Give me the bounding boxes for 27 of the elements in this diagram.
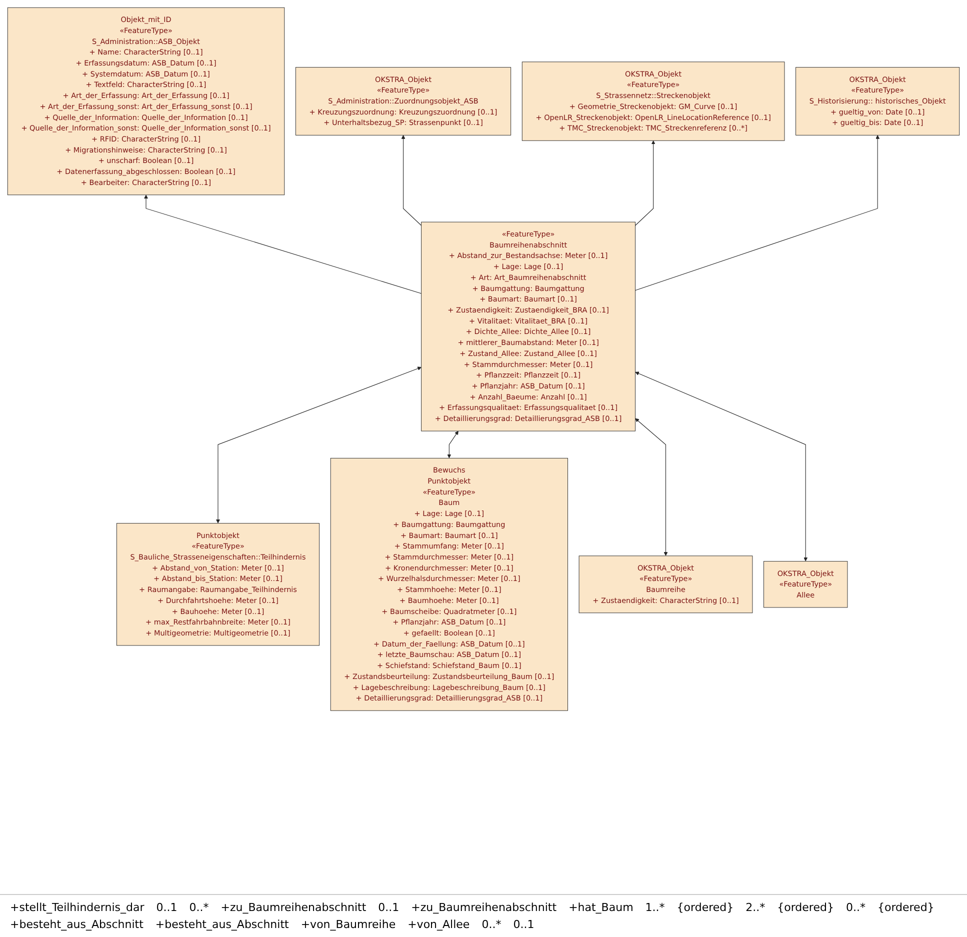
association-end-label: 2..* (746, 901, 766, 914)
association-end-label: +stellt_Teilhindernis_dar (10, 901, 144, 914)
association-end-label: {ordered} (877, 901, 934, 914)
association-end-label: 0..1 (156, 901, 178, 914)
association-end-label: +von_Baumreihe (300, 918, 396, 931)
arrow (635, 140, 656, 226)
arrow (447, 430, 458, 458)
arrow (216, 366, 422, 524)
arrow (635, 135, 880, 291)
association-end-label: +zu_Baumreihenabschnitt (220, 901, 366, 914)
arrow (635, 418, 668, 556)
association-end-label: {ordered} (676, 901, 734, 914)
association-end-label: 0..* (189, 901, 209, 914)
association-end-label: {ordered} (777, 901, 834, 914)
association-end-label: 0..* (846, 901, 866, 914)
association-end-label: +zu_Baumreihenabschnitt (411, 901, 557, 914)
association-end-label: 1..* (645, 901, 665, 914)
arrow (635, 372, 808, 562)
association-end-label: 0..* (482, 918, 502, 931)
association-end-label: +besteht_aus_Abschnitt (155, 918, 289, 931)
association-end-label: +besteht_aus_Abschnitt (10, 918, 144, 931)
arrow (401, 135, 422, 226)
association-end-label: +von_Allee (408, 918, 470, 931)
association-end-label: 0..1 (513, 918, 534, 931)
association-end-label: 0..1 (378, 901, 400, 914)
arrow (144, 194, 422, 294)
association-end-label: +hat_Baum (568, 901, 634, 914)
